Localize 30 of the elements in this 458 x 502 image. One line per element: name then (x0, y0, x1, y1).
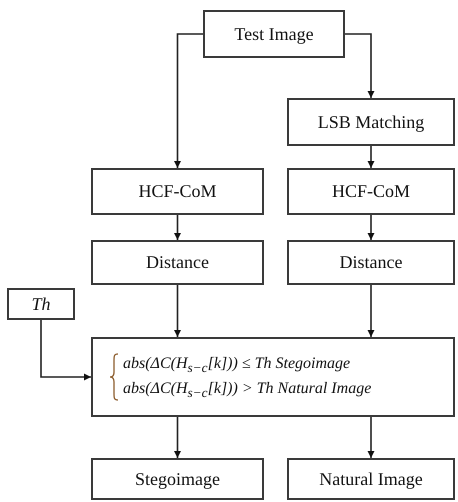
arrow (345, 33, 374, 98)
arrow (174, 215, 181, 240)
box-label: Distance (146, 251, 209, 274)
box-label: HCF-CoM (332, 180, 410, 204)
arrow (368, 417, 374, 458)
process-box (91, 458, 264, 500)
process-box (287, 240, 455, 285)
process-box (287, 168, 455, 215)
condition-text: abs(ΔC(H$_{s−c}$[k])) > Th Natural Image (123, 379, 372, 402)
process-box (203, 10, 345, 58)
arrow (174, 33, 203, 168)
process-box (91, 168, 264, 215)
process-box (7, 288, 75, 320)
box-label: Stegoimage (135, 468, 220, 491)
condition-text: abs(ΔC(H$_{s−c}$[k])) ≤ Th Stegoimage (123, 354, 350, 377)
process-box (287, 458, 455, 500)
arrow (40, 320, 91, 380)
arrow (174, 417, 181, 458)
box-label: Natural Image (319, 468, 423, 491)
arrow (368, 146, 374, 168)
process-box (287, 98, 455, 146)
process-box (91, 240, 264, 285)
arrow (174, 285, 181, 337)
arrow (368, 285, 374, 337)
box-label: Test Image (234, 22, 314, 46)
box-label: Distance (340, 251, 402, 274)
box-label: Th (31, 292, 50, 316)
box-label: HCF-CoM (138, 180, 217, 204)
arrow (368, 215, 374, 240)
box-label: LSB Matching (318, 110, 424, 134)
